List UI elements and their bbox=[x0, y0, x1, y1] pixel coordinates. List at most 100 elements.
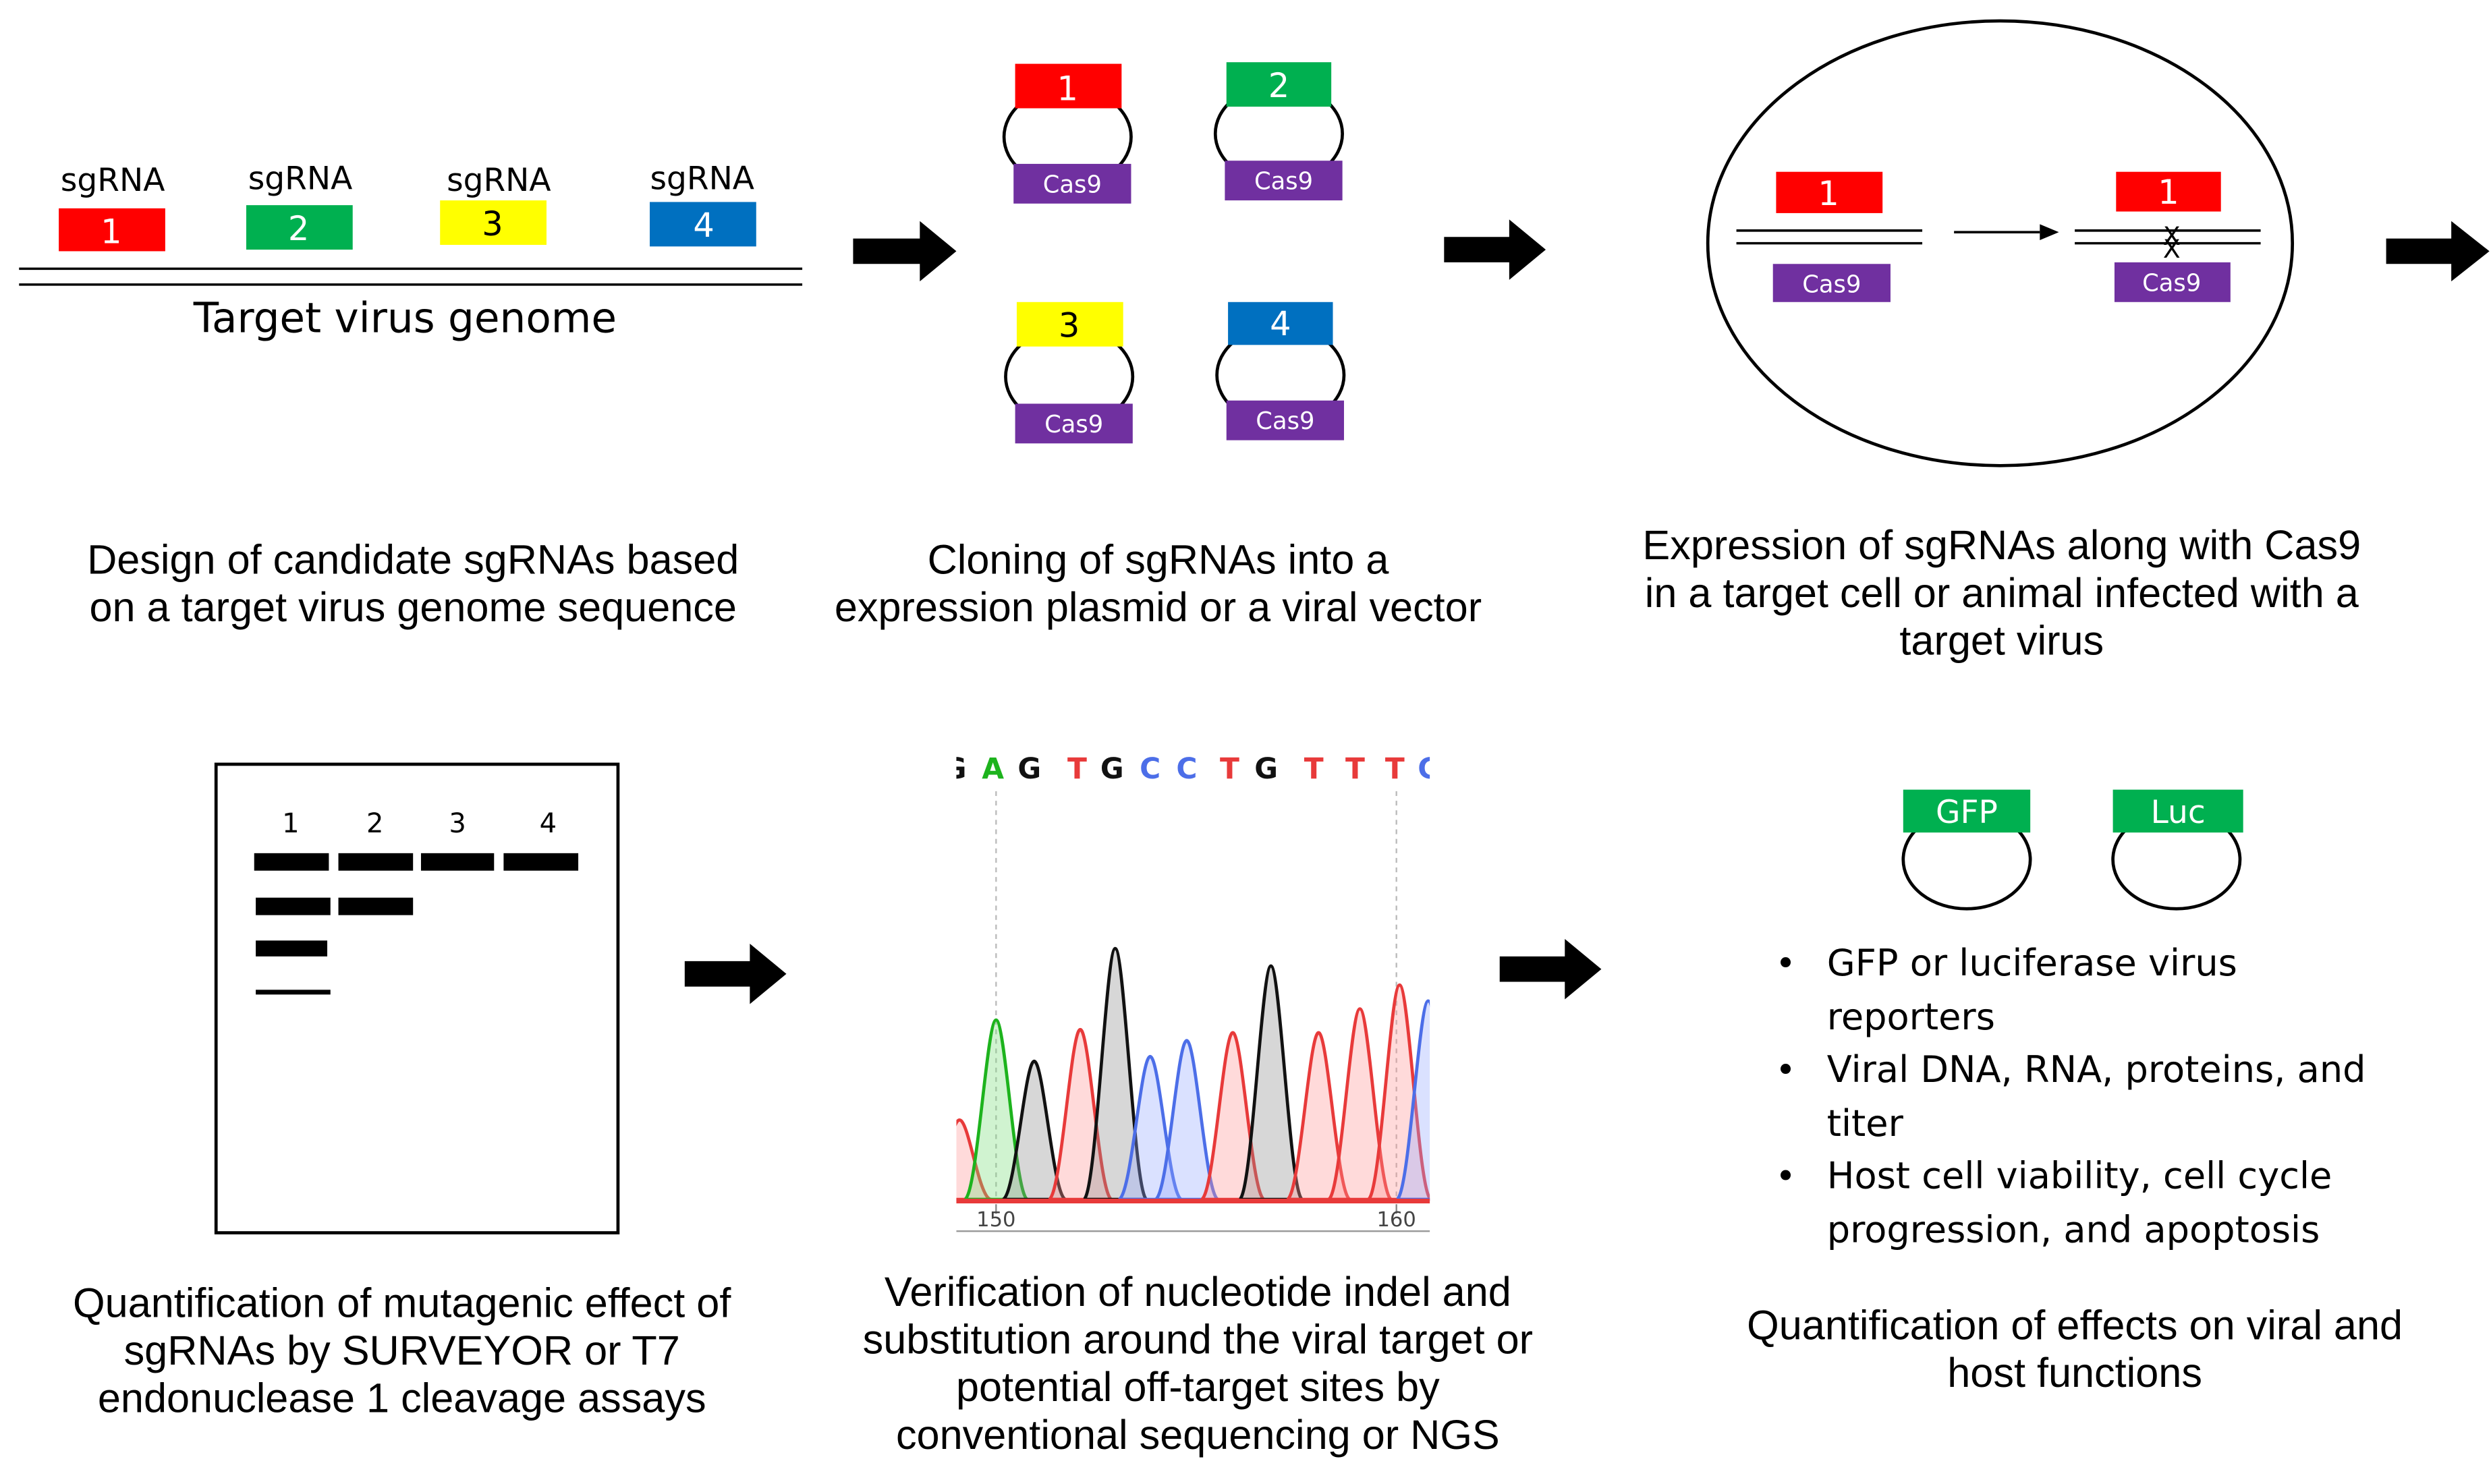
cell-cas9-label-after: Cas9 bbox=[2142, 269, 2201, 297]
caption-cloning-line-1: Cloning of sgRNAs into a bbox=[928, 536, 1390, 582]
caption-gel-line-2: sgRNAs by SURVEYOR or T7 bbox=[124, 1328, 680, 1373]
plasmid-2-cas9-label: Cas9 bbox=[1254, 168, 1313, 196]
gel-lane-2-label: 2 bbox=[366, 808, 383, 839]
plasmid-3: 3 Cas9 bbox=[1004, 302, 1135, 444]
caption-seq-line-1: Verification of nucleotide indel and bbox=[885, 1269, 1511, 1315]
sgrna-4: sgRNA 4 bbox=[650, 161, 756, 247]
reporter-gfp-box bbox=[1903, 789, 2031, 833]
cleavage-arrow bbox=[1954, 224, 2059, 240]
base-call-edge-left: G bbox=[943, 752, 967, 785]
bullet-icon: • bbox=[1775, 1157, 1796, 1197]
trace-peak bbox=[1046, 1027, 1114, 1201]
plasmid-1-sgrna-box bbox=[1015, 63, 1122, 109]
gel-lane-1-label: 1 bbox=[282, 808, 299, 839]
reporter-gfp: GFP bbox=[1901, 789, 2032, 911]
plasmid-1: 1 Cas9 bbox=[1002, 63, 1133, 204]
caption-expression-line-3: target virus bbox=[1899, 617, 2104, 663]
trace-peak bbox=[1395, 999, 1430, 1201]
trace-peaks bbox=[956, 946, 1430, 1201]
panel-gel-assay: 1 2 3 4 Quantification of mutagenic effe… bbox=[73, 762, 731, 1421]
panel-expression: 1 Cas9 1 X X Cas9 Expression of sgRNAs a… bbox=[1642, 19, 2361, 663]
sgrna-4-box bbox=[650, 202, 756, 247]
sgrna-4-label: sgRNA bbox=[650, 161, 754, 198]
plasmid-2-sgrna-box bbox=[1226, 62, 1332, 107]
cleaved-target: 1 X X Cas9 bbox=[2075, 171, 2261, 302]
arrow-right-icon bbox=[1444, 219, 1546, 280]
bullet-icon: • bbox=[1775, 944, 1796, 984]
base-call: A bbox=[982, 752, 1004, 785]
base-call: G bbox=[1254, 752, 1278, 785]
plasmid-1-cas9-label: Cas9 bbox=[1043, 171, 1102, 198]
reporter-luc-box bbox=[2112, 789, 2243, 833]
plasmid-2-cas9-box bbox=[1225, 161, 1343, 201]
plasmid-4-cas9-label: Cas9 bbox=[1256, 407, 1314, 435]
target-cell-outline bbox=[1706, 19, 2295, 467]
position-label-160: 160 bbox=[1376, 1208, 1416, 1232]
base-call: T bbox=[1385, 752, 1405, 785]
caption-gel-line-1: Quantification of mutagenic effect of bbox=[73, 1280, 731, 1325]
sgrna-2-box bbox=[246, 205, 353, 250]
sgrna-1-label: sgRNA bbox=[61, 162, 165, 199]
panel-effects: GFP Luc • GFP or luciferase virus report… bbox=[1747, 789, 2403, 1396]
bullet-2-line-1: Viral DNA, RNA, proteins, and bbox=[1827, 1048, 2366, 1091]
reporter-gfp-label: GFP bbox=[1936, 794, 1998, 831]
arrow-right-icon bbox=[2386, 221, 2490, 282]
gel-band bbox=[254, 853, 329, 871]
trace-peak bbox=[1366, 983, 1430, 1201]
gel-lane-4-label: 4 bbox=[540, 808, 557, 839]
gel-band bbox=[338, 853, 414, 871]
intact-target: 1 Cas9 bbox=[1736, 171, 1923, 302]
gel-lane-3-label: 3 bbox=[449, 808, 466, 839]
sgrna-1-box bbox=[59, 208, 165, 252]
trace-peak bbox=[1326, 1007, 1393, 1201]
arrow-right-icon bbox=[684, 944, 787, 1004]
base-call: G bbox=[1100, 752, 1124, 785]
gel-bands bbox=[254, 853, 579, 995]
cell-sgrna-box-after bbox=[2116, 171, 2221, 212]
cell-sgrna-number-after: 1 bbox=[2158, 173, 2179, 212]
cut-mark-icon: X bbox=[2163, 221, 2181, 251]
trace-peak bbox=[1237, 964, 1305, 1201]
reporter-luc: Luc bbox=[2111, 789, 2243, 911]
trace-peak bbox=[962, 1018, 1030, 1201]
trace-peak bbox=[1285, 1031, 1351, 1201]
base-call: G bbox=[1017, 752, 1041, 785]
sgrna-1-number: 1 bbox=[101, 212, 121, 252]
sgrna-3-box bbox=[440, 200, 547, 246]
caption-design-line-1: Design of candidate sgRNAs based bbox=[87, 536, 739, 582]
caption-design-line-2: on a target virus genome sequence bbox=[89, 584, 736, 630]
caption-seq-line-2: substitution around the viral target or bbox=[863, 1317, 1533, 1363]
effect-bullets: • GFP or luciferase virus reporters • Vi… bbox=[1775, 942, 2366, 1251]
cell-cas9-label-before: Cas9 bbox=[1802, 271, 1861, 299]
reporter-luc-label: Luc bbox=[2151, 794, 2206, 831]
gel-band bbox=[420, 853, 495, 871]
plasmid-3-sgrna-box bbox=[1016, 302, 1123, 347]
trace-peak bbox=[1082, 946, 1149, 1201]
plasmid-4-number: 4 bbox=[1270, 304, 1291, 343]
cell-cas9-box-after bbox=[2114, 262, 2231, 302]
bullet-2-line-2: titer bbox=[1827, 1102, 1904, 1145]
arrow-head-icon bbox=[2040, 224, 2059, 240]
gel-band bbox=[503, 853, 579, 871]
bullet-icon: • bbox=[1775, 1050, 1796, 1091]
sgrna-2-number: 2 bbox=[288, 209, 309, 248]
caption-effects-line-1: Quantification of effects on viral and bbox=[1747, 1302, 2403, 1348]
sgrna-3-number: 3 bbox=[482, 204, 503, 244]
arrow-right-icon bbox=[853, 221, 957, 282]
caption-seq-line-4: conventional sequencing or NGS bbox=[896, 1412, 1500, 1458]
gel-frame bbox=[214, 762, 620, 1234]
bullet-1-line-2: reporters bbox=[1827, 996, 1995, 1038]
base-call: T bbox=[1304, 752, 1324, 785]
sgrna-4-number: 4 bbox=[693, 206, 714, 245]
cell-sgrna-number-before: 1 bbox=[1818, 174, 1839, 213]
bullet-1-line-1: GFP or luciferase virus bbox=[1827, 942, 2237, 984]
panel-cloning: 1 Cas9 2 Cas9 3 Cas9 4 Cas9 Cloning of s… bbox=[835, 62, 1482, 630]
sgrna-3: sgRNA 3 bbox=[440, 162, 551, 246]
plasmid-3-number: 3 bbox=[1059, 306, 1080, 345]
sgrna-3-label: sgRNA bbox=[447, 162, 551, 199]
gel-band bbox=[338, 897, 414, 915]
caption-seq-line-3: potential off-target sites by bbox=[956, 1364, 1440, 1410]
